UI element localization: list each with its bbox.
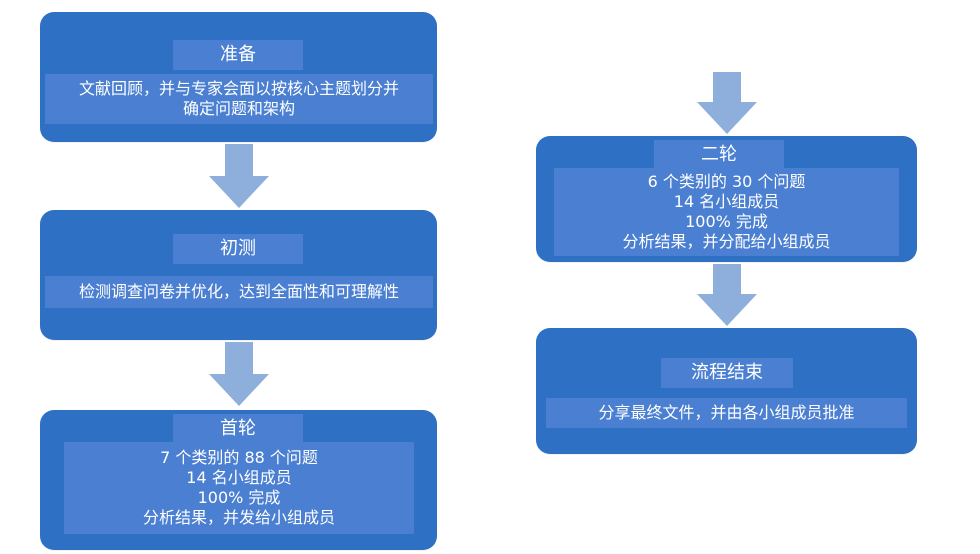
- step-pilot-line: 检测调查问卷并优化，达到全面性和可理解性: [78, 282, 399, 301]
- step-round2-body: 6 个类别的 30 个问题 14 名小组成员 100% 完成 分析结果，并分配给…: [554, 168, 899, 256]
- step-prep-body: 文献回顾，并与专家会面以按核心主题划分并 确定问题和架构: [45, 74, 433, 124]
- step-prep-line: 文献回顾，并与专家会面以按核心主题划分并: [78, 79, 399, 98]
- step-round1-line: 7 个类别的 88 个问题: [160, 448, 318, 467]
- step-round2-title: 二轮: [654, 140, 784, 170]
- step-round1-box: 首轮 7 个类别的 88 个问题 14 名小组成员 100% 完成 分析结果，并…: [40, 410, 437, 550]
- step-round1-line: 14 名小组成员: [186, 468, 292, 487]
- step-end-title: 流程结束: [661, 358, 793, 388]
- down-arrow-icon: [209, 144, 269, 208]
- step-prep-line: 确定问题和架构: [182, 99, 295, 118]
- down-arrow-icon: [697, 72, 757, 134]
- step-pilot-title: 初测: [173, 234, 303, 264]
- step-round1-body: 7 个类别的 88 个问题 14 名小组成员 100% 完成 分析结果，并发给小…: [64, 442, 414, 534]
- step-round2-line: 100% 完成: [685, 212, 768, 231]
- step-round2-line: 分析结果，并分配给小组成员: [622, 232, 831, 251]
- step-prep-box: 准备 文献回顾，并与专家会面以按核心主题划分并 确定问题和架构: [40, 12, 437, 142]
- step-round1-line: 分析结果，并发给小组成员: [142, 508, 335, 527]
- step-end-line: 分享最终文件，并由各小组成员批准: [598, 403, 855, 422]
- step-round1-title: 首轮: [173, 414, 303, 444]
- step-round2-line: 14 名小组成员: [673, 192, 780, 211]
- step-round2-box: 二轮 6 个类别的 30 个问题 14 名小组成员 100% 完成 分析结果，并…: [536, 136, 917, 262]
- step-pilot-box: 初测 检测调查问卷并优化，达到全面性和可理解性: [40, 210, 437, 340]
- step-end-body: 分享最终文件，并由各小组成员批准: [546, 398, 907, 428]
- step-prep-title: 准备: [173, 40, 303, 70]
- step-end-box: 流程结束 分享最终文件，并由各小组成员批准: [536, 328, 917, 454]
- step-round1-line: 100% 完成: [197, 488, 281, 507]
- step-pilot-body: 检测调查问卷并优化，达到全面性和可理解性: [45, 276, 433, 308]
- down-arrow-icon: [697, 264, 757, 326]
- step-round2-line: 6 个类别的 30 个问题: [647, 172, 806, 191]
- down-arrow-icon: [209, 342, 269, 406]
